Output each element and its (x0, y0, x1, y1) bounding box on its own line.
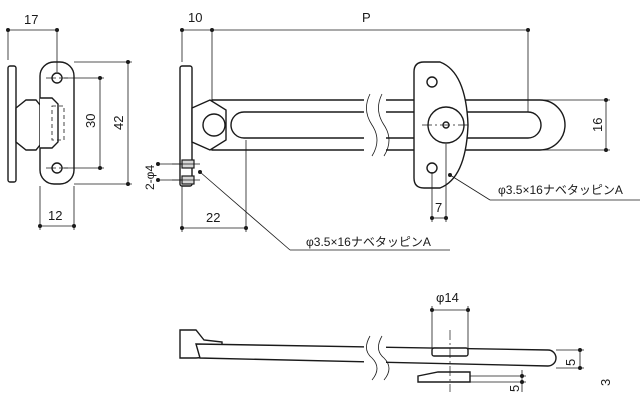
dimension-5-right: 5 (556, 348, 584, 370)
dim-label-22: 22 (206, 210, 220, 225)
dimension-phi14: φ14 (430, 290, 470, 348)
wall-plate-side-view (7, 65, 45, 183)
break-gap-bottom (364, 336, 386, 380)
receiver-plate (413, 61, 470, 189)
hidden-pin (51, 105, 65, 141)
leader-screw-a: φ3.5×16ナベタッピンA (198, 170, 450, 251)
dim-label-phi14: φ14 (436, 290, 459, 305)
screw-label-a: φ3.5×16ナベタッピンA (306, 235, 431, 249)
dim-label-42: 42 (111, 116, 126, 130)
dim-label-5-lower: 5 (507, 385, 522, 392)
hinge-pin (202, 113, 226, 137)
dimension-P: P (212, 10, 530, 112)
break-line-right (378, 93, 390, 157)
dim-label-10: 10 (188, 10, 202, 25)
dim-label-7: 7 (435, 200, 442, 215)
receiver-hole-top (426, 76, 438, 88)
dimension-22: 22 (180, 140, 248, 232)
dimension-3: 3 (598, 379, 613, 386)
dimension-12: 12 (38, 186, 76, 230)
dim-label-3: 3 (598, 379, 613, 386)
back-plate-edge (7, 65, 17, 183)
dim-label-17: 17 (24, 12, 38, 27)
break-gap (364, 94, 386, 156)
receiver-profile (417, 371, 471, 383)
arm-side-profile (179, 329, 557, 392)
dim-label-P: P (362, 10, 371, 25)
knuckle-front (40, 97, 59, 149)
dim-label-30: 30 (83, 114, 98, 128)
dimension-16: 16 (540, 98, 610, 152)
dimension-5-lower: 5 (470, 370, 526, 392)
receiver-hole-bottom (426, 162, 438, 174)
dimension-7: 7 (430, 144, 448, 222)
break-line-left (366, 93, 378, 157)
leader-screw-b: φ3.5×16ナベタッピンA (448, 173, 640, 201)
guard-arm (191, 93, 566, 157)
wall-plate-front-view (39, 61, 75, 185)
dimension-42: 42 (74, 60, 132, 186)
dimension-30: 30 (62, 76, 104, 170)
dimension-10: 10 (180, 10, 214, 100)
break-line-left-bottom (366, 335, 378, 381)
dim-label-12: 12 (48, 208, 62, 223)
hole-callout: 2-φ4 (143, 162, 182, 190)
screw-label-b: φ3.5×16ナベタッピンA (498, 183, 623, 197)
dim-label-16: 16 (590, 118, 605, 132)
dim-label-5-right: 5 (563, 359, 578, 366)
dimension-17: 17 (6, 12, 59, 72)
dim-label-2phi4: 2-φ4 (143, 165, 157, 190)
break-line-right-bottom (378, 335, 390, 381)
